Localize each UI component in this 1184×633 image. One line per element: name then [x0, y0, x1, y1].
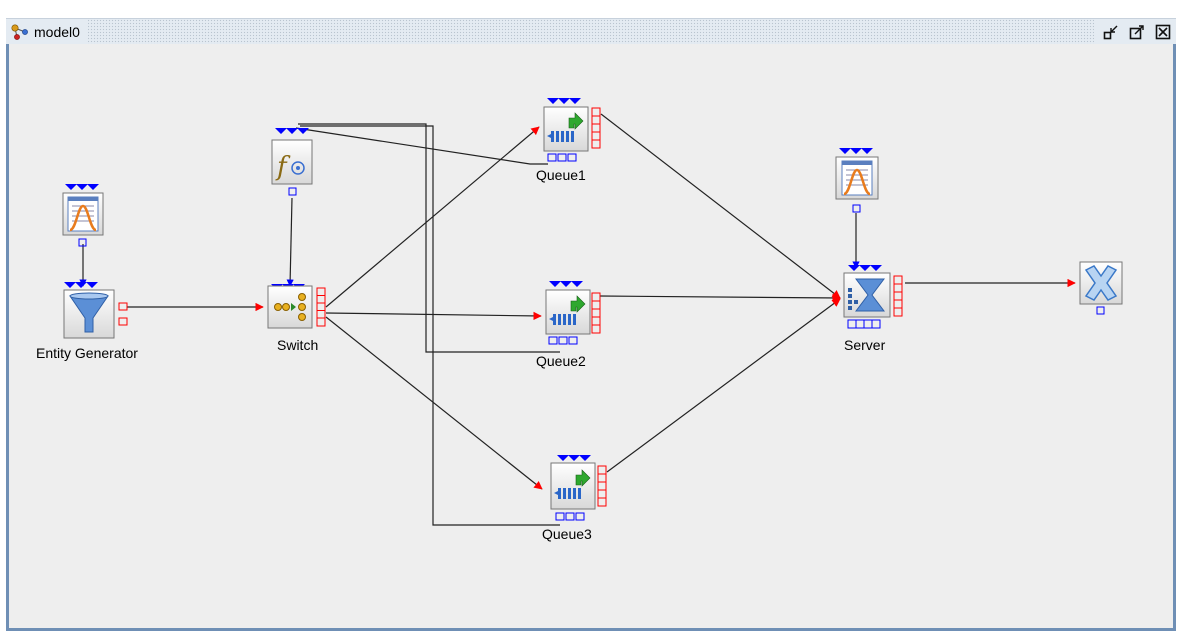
- connector-queue3-server[interactable]: [606, 298, 841, 473]
- entity-generator-block[interactable]: Entity Generator: [36, 282, 138, 361]
- model-graph-icon: [11, 24, 28, 40]
- connectors: [79, 113, 1076, 526]
- dispose-x-icon: [1084, 265, 1118, 301]
- connector-queue3-function[interactable]: [300, 125, 560, 526]
- queue2-label: Queue2: [536, 353, 586, 369]
- distribution-block-2[interactable]: [835, 148, 879, 213]
- function-block[interactable]: f: [271, 128, 313, 196]
- distribution-chart-icon: [67, 196, 99, 232]
- switch-icon: [274, 293, 306, 321]
- queue1-block[interactable]: Queue1: [536, 98, 601, 183]
- entity-generator-label: Entity Generator: [36, 345, 138, 361]
- sink-block[interactable]: [1079, 261, 1123, 315]
- window-frame-left[interactable]: [6, 44, 9, 630]
- queue-icon: [554, 469, 591, 499]
- funnel-icon: [69, 292, 109, 333]
- connector-queue1-function[interactable]: [295, 127, 548, 165]
- queue-icon: [547, 112, 584, 142]
- connector-queue2-server[interactable]: [599, 293, 841, 303]
- window-title: model0: [34, 24, 80, 40]
- title-bar[interactable]: model0: [6, 18, 1176, 45]
- queue1-label: Queue1: [536, 167, 586, 183]
- connector-switch-queue3[interactable]: [325, 316, 543, 490]
- connector-function-switch[interactable]: [286, 197, 294, 287]
- connector-queue1-server[interactable]: [600, 113, 841, 299]
- diagram-canvas[interactable]: Entity Generator f: [9, 44, 1173, 628]
- window-frame-bottom[interactable]: [6, 628, 1176, 631]
- connector-queue2-function[interactable]: [298, 123, 560, 353]
- hourglass-icon: [848, 278, 885, 312]
- distribution-block-1[interactable]: [62, 184, 104, 247]
- server-block[interactable]: Server: [843, 265, 903, 353]
- queue3-block[interactable]: Queue3: [542, 455, 607, 542]
- queue-icon: [549, 295, 586, 325]
- window-controls: [1094, 19, 1176, 45]
- title-left: model0: [6, 19, 88, 45]
- close-icon[interactable]: [1154, 23, 1172, 41]
- queue3-label: Queue3: [542, 526, 592, 542]
- server-label: Server: [844, 337, 886, 353]
- switch-label: Switch: [277, 337, 318, 353]
- switch-block[interactable]: Switch: [267, 284, 326, 353]
- queue2-block[interactable]: Queue2: [536, 281, 601, 369]
- window-frame-right[interactable]: [1173, 44, 1176, 630]
- distribution-chart-icon: [841, 160, 873, 196]
- maximize-icon[interactable]: [1128, 23, 1146, 41]
- minimize-icon[interactable]: [1102, 23, 1120, 41]
